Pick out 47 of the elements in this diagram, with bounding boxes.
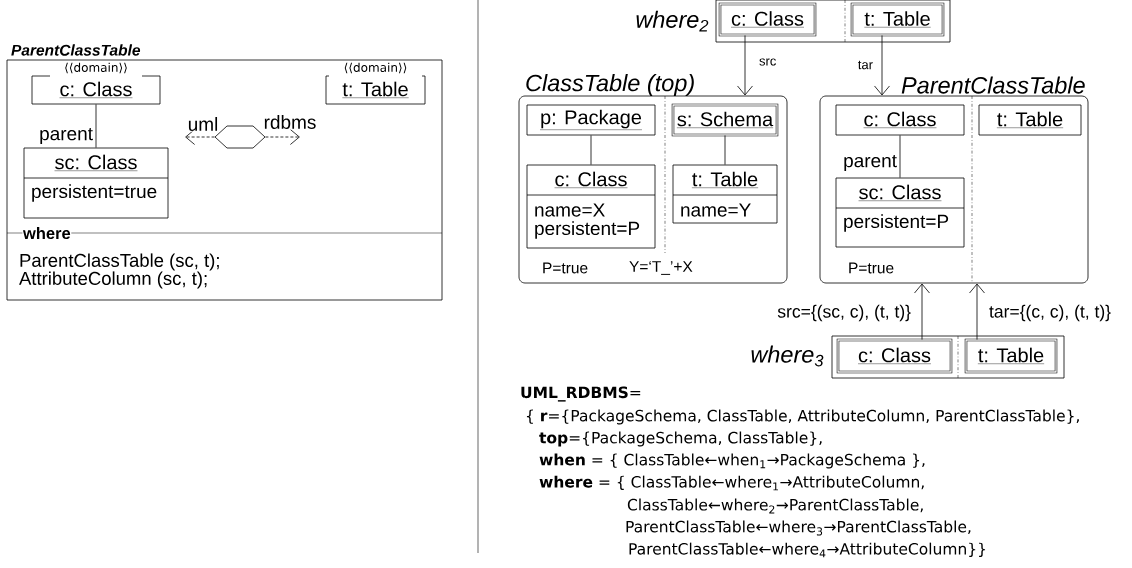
domain-object: t: Table xyxy=(325,75,426,105)
node-label: ParentClassTable xyxy=(11,44,141,56)
definition-text: when = { ClassTable←when$_{1}$→PackageSchema }, xyxy=(539,453,925,469)
definition-text: where = { ClassTable←where$_{1}$→AttributeColumn, xyxy=(539,475,924,491)
edge-label: src={(sc, c), (t, t)} xyxy=(776,304,912,322)
arrow xyxy=(185,129,215,145)
object-box: t: Table xyxy=(850,2,945,37)
node-label: where$_{3}$ xyxy=(751,345,824,367)
arrow xyxy=(914,283,930,340)
edge-label: src xyxy=(758,57,777,67)
object-box: t: Table xyxy=(964,338,1058,374)
domain-object: c: Class xyxy=(31,75,161,105)
node-label: ClassTable (top) xyxy=(526,74,694,96)
stereotype-label: ⟨⟨domain⟩⟩ xyxy=(344,62,407,74)
arrow xyxy=(265,129,300,145)
connector-line xyxy=(95,104,97,148)
edge-label: parent xyxy=(38,127,94,145)
definition-text: { r={PackageSchema, ClassTable, AttributeColumn, ParentClassTable}, xyxy=(526,409,1079,425)
object-box: t: Table name=Y xyxy=(672,164,778,224)
definition-text: ParentClassTable←where$_{4}$→AttributeColumn}} xyxy=(629,542,986,558)
arrow xyxy=(737,35,753,96)
arrow xyxy=(874,35,890,96)
connector-line xyxy=(590,135,592,165)
object-box: c: Class xyxy=(835,104,965,136)
node-label: ParentClassTable xyxy=(901,76,1085,94)
arrow xyxy=(969,283,985,340)
object-box: sc: Class persistent=P xyxy=(835,177,965,248)
object-box: p: Package xyxy=(526,104,656,136)
edge-label: tar={(c, c), (t, t)} xyxy=(988,304,1112,322)
definition-text: top={PackageSchema, ClassTable}, xyxy=(539,431,822,447)
edge-label: parent xyxy=(842,154,898,172)
edge-label: rdbms xyxy=(263,114,317,130)
definition-text: UML_RDBMS= xyxy=(521,386,641,402)
object-box: c: Class xyxy=(836,338,953,374)
definition-text: ParentClassTable←where$_{3}$→ParentClassTable, xyxy=(626,520,971,536)
connector-line xyxy=(724,135,726,165)
node-label: where$_{2}$ xyxy=(636,10,709,32)
object-box: c: Class name=X persistent=P xyxy=(526,164,656,249)
object-box: sc: Class persistent=true xyxy=(23,147,169,219)
object-box: c: Class xyxy=(718,2,817,37)
edge-label: tar xyxy=(857,60,874,70)
object-box: t: Table xyxy=(978,104,1082,136)
stereotype-label: ⟨⟨domain⟩⟩ xyxy=(65,62,127,74)
connector-line xyxy=(899,135,901,178)
object-box: s: Schema xyxy=(671,103,779,137)
definition-text: ClassTable←where$_{2}$→ParentClassTable, xyxy=(627,498,923,514)
edge-label: uml xyxy=(187,116,219,132)
